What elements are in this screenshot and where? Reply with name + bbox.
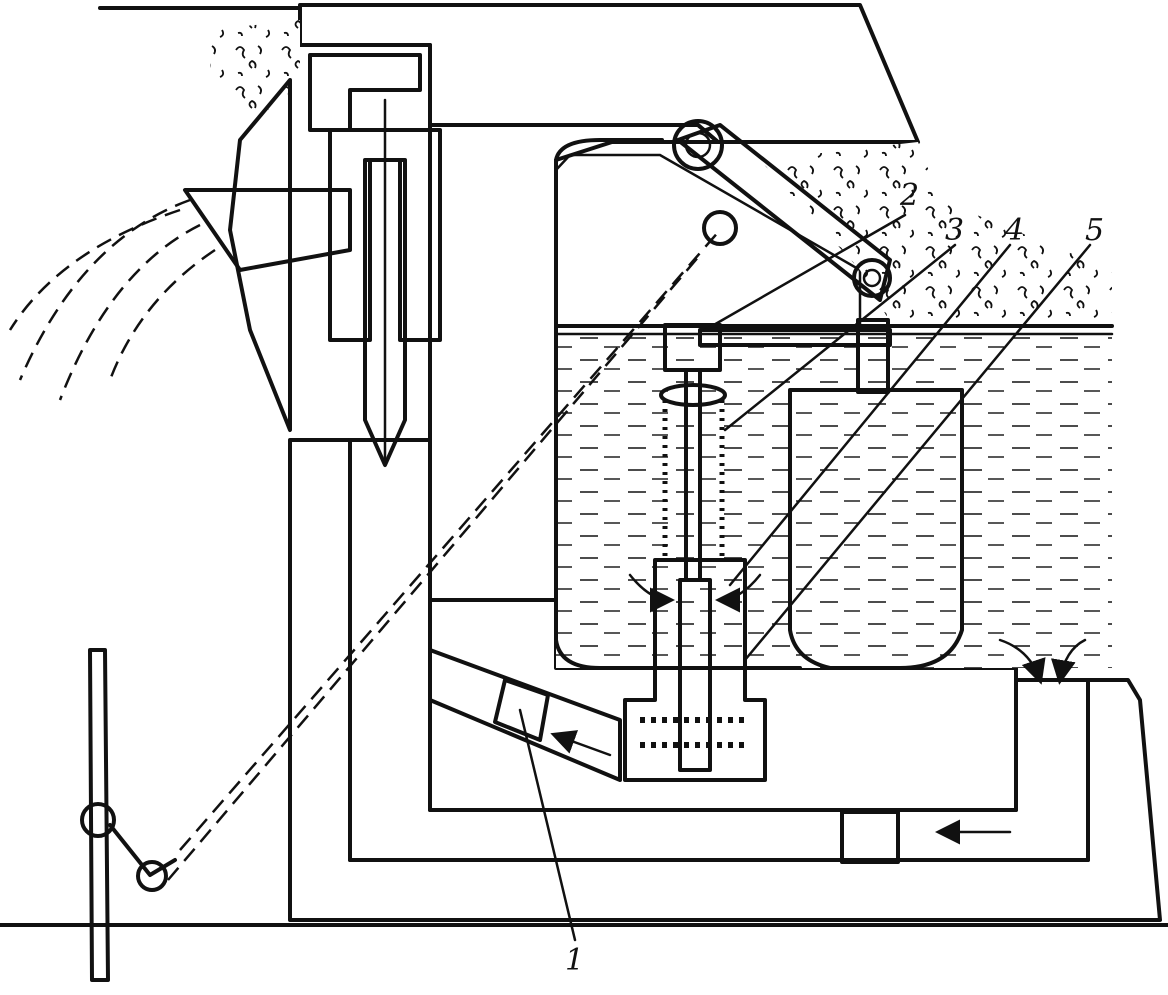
leader-4 bbox=[728, 243, 1012, 587]
inlet-arrow-right bbox=[1050, 638, 1087, 685]
leader-2 bbox=[703, 213, 907, 332]
jet-needle bbox=[363, 158, 407, 467]
flow-arrow-right bbox=[715, 573, 762, 613]
spray-nozzle bbox=[183, 188, 352, 272]
float bbox=[788, 388, 964, 670]
leader-5 bbox=[743, 243, 1092, 662]
float-chamber-fuel bbox=[556, 330, 1112, 668]
bottom-channel bbox=[840, 638, 1087, 864]
lever-pivot-right-inner bbox=[862, 268, 882, 288]
spray-plume-1 bbox=[18, 198, 191, 381]
callout-3: 3 bbox=[945, 213, 964, 248]
lever-pivot-right bbox=[852, 258, 892, 298]
valve-head bbox=[663, 323, 722, 372]
flow-arrow-diagonal bbox=[550, 730, 612, 757]
valve-body bbox=[623, 558, 767, 782]
diffuser-shell bbox=[228, 78, 292, 432]
foam-regions bbox=[210, 20, 1112, 328]
lever-bar bbox=[698, 328, 892, 347]
linkage-rod bbox=[179, 229, 721, 851]
inlet-arrow-left bbox=[998, 638, 1046, 685]
diagonal-channel bbox=[428, 648, 622, 782]
linkage-pivot bbox=[136, 860, 168, 892]
atomizer bbox=[8, 78, 352, 432]
diagonal-passage bbox=[428, 648, 622, 782]
lever-pivot-top bbox=[672, 119, 724, 171]
air-passage-foam bbox=[308, 53, 422, 132]
lever-pivot-mid bbox=[702, 210, 738, 246]
air-above-level bbox=[760, 142, 1112, 322]
callout-5: 5 bbox=[1085, 213, 1104, 248]
callout-1: 1 bbox=[565, 943, 584, 978]
leader-1 bbox=[518, 708, 577, 942]
top-plate bbox=[298, 3, 920, 144]
valve-assembly bbox=[623, 323, 767, 782]
float-chamber-wall bbox=[554, 138, 802, 670]
lever-arm bbox=[676, 123, 892, 302]
spray-plume-3 bbox=[108, 248, 216, 381]
throttle bbox=[0, 6, 1168, 982]
main-jet bbox=[328, 98, 442, 467]
flow-arrow-left bbox=[628, 573, 675, 613]
callout-4: 4 bbox=[1004, 213, 1024, 248]
float-chamber bbox=[554, 138, 964, 670]
callout-labels: 1 2 3 4 5 bbox=[565, 178, 1104, 978]
callout-leaders bbox=[518, 213, 1092, 942]
linkage-rod-2 bbox=[167, 254, 701, 881]
throttle-shaft bbox=[80, 802, 116, 838]
spray-plume-2 bbox=[58, 223, 201, 401]
lever-pivot-top-inner bbox=[684, 131, 712, 159]
throttle-plate bbox=[88, 648, 110, 982]
valve-bore bbox=[678, 578, 712, 772]
jet-1 bbox=[493, 678, 550, 742]
callout-2: 2 bbox=[899, 178, 919, 213]
leader-3 bbox=[723, 243, 957, 432]
throttle-arm bbox=[108, 823, 177, 877]
lever-mechanism bbox=[672, 119, 892, 347]
air-intake-foam bbox=[210, 20, 300, 110]
float-top-cap bbox=[856, 318, 890, 394]
spray-plume-4 bbox=[8, 208, 181, 331]
channel-insert bbox=[840, 810, 900, 864]
valve-disc bbox=[659, 383, 727, 407]
